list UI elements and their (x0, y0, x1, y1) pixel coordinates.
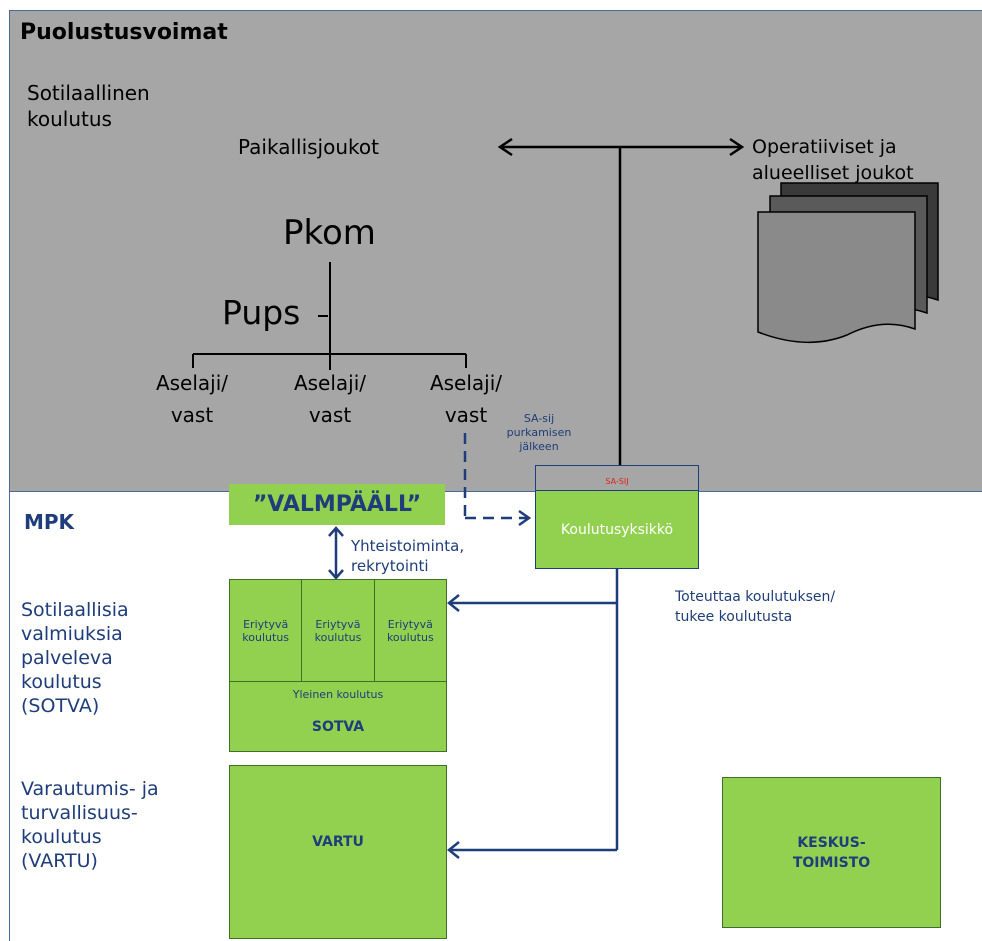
eriytyva-cell-1: Eriytyvä koulutus (230, 580, 303, 681)
operatiiviset-line-1: Operatiiviset ja (752, 136, 897, 158)
toteuttaa-line-2: tukee koulutusta (675, 609, 793, 625)
aselaji-2: Aselaji/ vast (285, 367, 375, 431)
aselaji-2-line-1: Aselaji/ (293, 371, 367, 395)
valmpaall-label: ”VALMPÄÄLL” (252, 492, 422, 517)
panel-title: Puolustusvoimat (20, 20, 228, 45)
pups-label: Pups (222, 293, 301, 332)
navy-connector-lines (446, 569, 619, 859)
mpk-label: MPK (24, 510, 75, 534)
keskustoimisto-box: KESKUS- TOIMISTO (722, 777, 941, 928)
sotva-desc-line-1: Sotilaallisia (21, 599, 129, 621)
yhteistoiminta-line-1: Yhteistoiminta, (351, 537, 465, 555)
keskus-line-2: TOIMISTO (792, 854, 871, 871)
sotva-desc-line-5: (SOTVA) (21, 695, 100, 717)
eriytyva-cell-3: Eriytyvä koulutus (375, 580, 446, 681)
operatiiviset-line-2: alueelliset joukot (752, 162, 914, 184)
toteuttaa-label: Toteuttaa koulutuksen/ tukee koulutusta (675, 587, 835, 627)
sa-sij-label: SA-SIJ (605, 477, 629, 486)
vartu-label: VARTU (312, 834, 364, 850)
operatiiviset-label: Operatiiviset ja alueelliset joukot (752, 134, 914, 186)
yhteistoiminta-label: Yhteistoiminta, rekrytointi (351, 536, 464, 576)
eriytyva-2-line-2: koulutus (314, 630, 362, 644)
sa-sij-note-line-3: jälkeen (519, 440, 559, 453)
sotva-box: Eriytyvä koulutus Eriytyvä koulutus Eriy… (229, 579, 447, 752)
vartu-desc-line-1: Varautumis- ja (21, 778, 159, 800)
sotilaallinen-line-1: Sotilaallinen (27, 81, 150, 105)
aselaji-3: Aselaji/ vast (421, 367, 511, 431)
koulutusyksikko-box: SA-SIJ Koulutusyksikkö (535, 465, 699, 569)
sotva-label: SOTVA (311, 719, 365, 735)
vartu-desc-line-3: koulutus (21, 826, 102, 848)
toteuttaa-line-1: Toteuttaa koulutuksen/ (675, 589, 836, 605)
eriytyva-3-line-1: Eriytyvä (387, 617, 433, 631)
vartu-description: Varautumis- ja turvallisuus- koulutus (V… (21, 777, 159, 873)
aselaji-1-line-2: vast (170, 403, 214, 427)
eriytyva-3-line-2: koulutus (386, 630, 434, 644)
paikallisjoukot-label: Paikallisjoukot (238, 135, 379, 159)
koulutusyksikko-label: Koulutusyksikkö (560, 522, 674, 538)
aselaji-1: Aselaji/ vast (147, 367, 237, 431)
sotilaallinen-line-2: koulutus (27, 107, 112, 131)
vartu-desc-line-4: (VARTU) (21, 850, 98, 872)
aselaji-2-line-2: vast (308, 403, 352, 427)
vartu-desc-line-2: turvallisuus- (21, 802, 138, 824)
eriytyva-1-line-2: koulutus (242, 630, 290, 644)
yhteistoiminta-line-2: rekrytointi (351, 557, 429, 575)
sotva-desc-line-2: valmiuksia (21, 623, 123, 645)
valmpaall-box: ”VALMPÄÄLL” (229, 484, 445, 525)
aselaji-3-line-2: vast (444, 403, 488, 427)
eriytyva-1-line-1: Eriytyvä (243, 617, 289, 631)
keskus-line-1: KESKUS- (797, 834, 866, 851)
eriytyva-cell-2: Eriytyvä koulutus (302, 580, 375, 681)
sotva-description: Sotilaallisia valmiuksia palveleva koulu… (21, 598, 129, 718)
aselaji-1-line-1: Aselaji/ (155, 371, 229, 395)
yleinen-koulutus-label: Yleinen koulutus (292, 688, 384, 701)
vartu-box: VARTU (229, 765, 447, 939)
eriytyva-2-line-1: Eriytyvä (315, 617, 361, 631)
sa-sij-note-line-1: SA-sij (523, 412, 555, 425)
sa-sij-strip: SA-SIJ (536, 466, 698, 491)
pkom-label: Pkom (283, 213, 376, 253)
sotva-cells-row: Eriytyvä koulutus Eriytyvä koulutus Eriy… (230, 580, 446, 682)
sa-sij-note-line-2: purkamisen (506, 426, 572, 439)
sotva-desc-line-4: koulutus (21, 671, 102, 693)
yhteistoiminta-arrow (328, 526, 344, 580)
sotva-desc-line-3: palveleva (21, 647, 113, 669)
sotilaallinen-koulutus-label: Sotilaallinen koulutus (27, 80, 150, 132)
sa-sij-note: SA-sij purkamisen jälkeen (500, 412, 578, 454)
aselaji-3-line-1: Aselaji/ (429, 371, 503, 395)
left-border-line (9, 492, 10, 941)
